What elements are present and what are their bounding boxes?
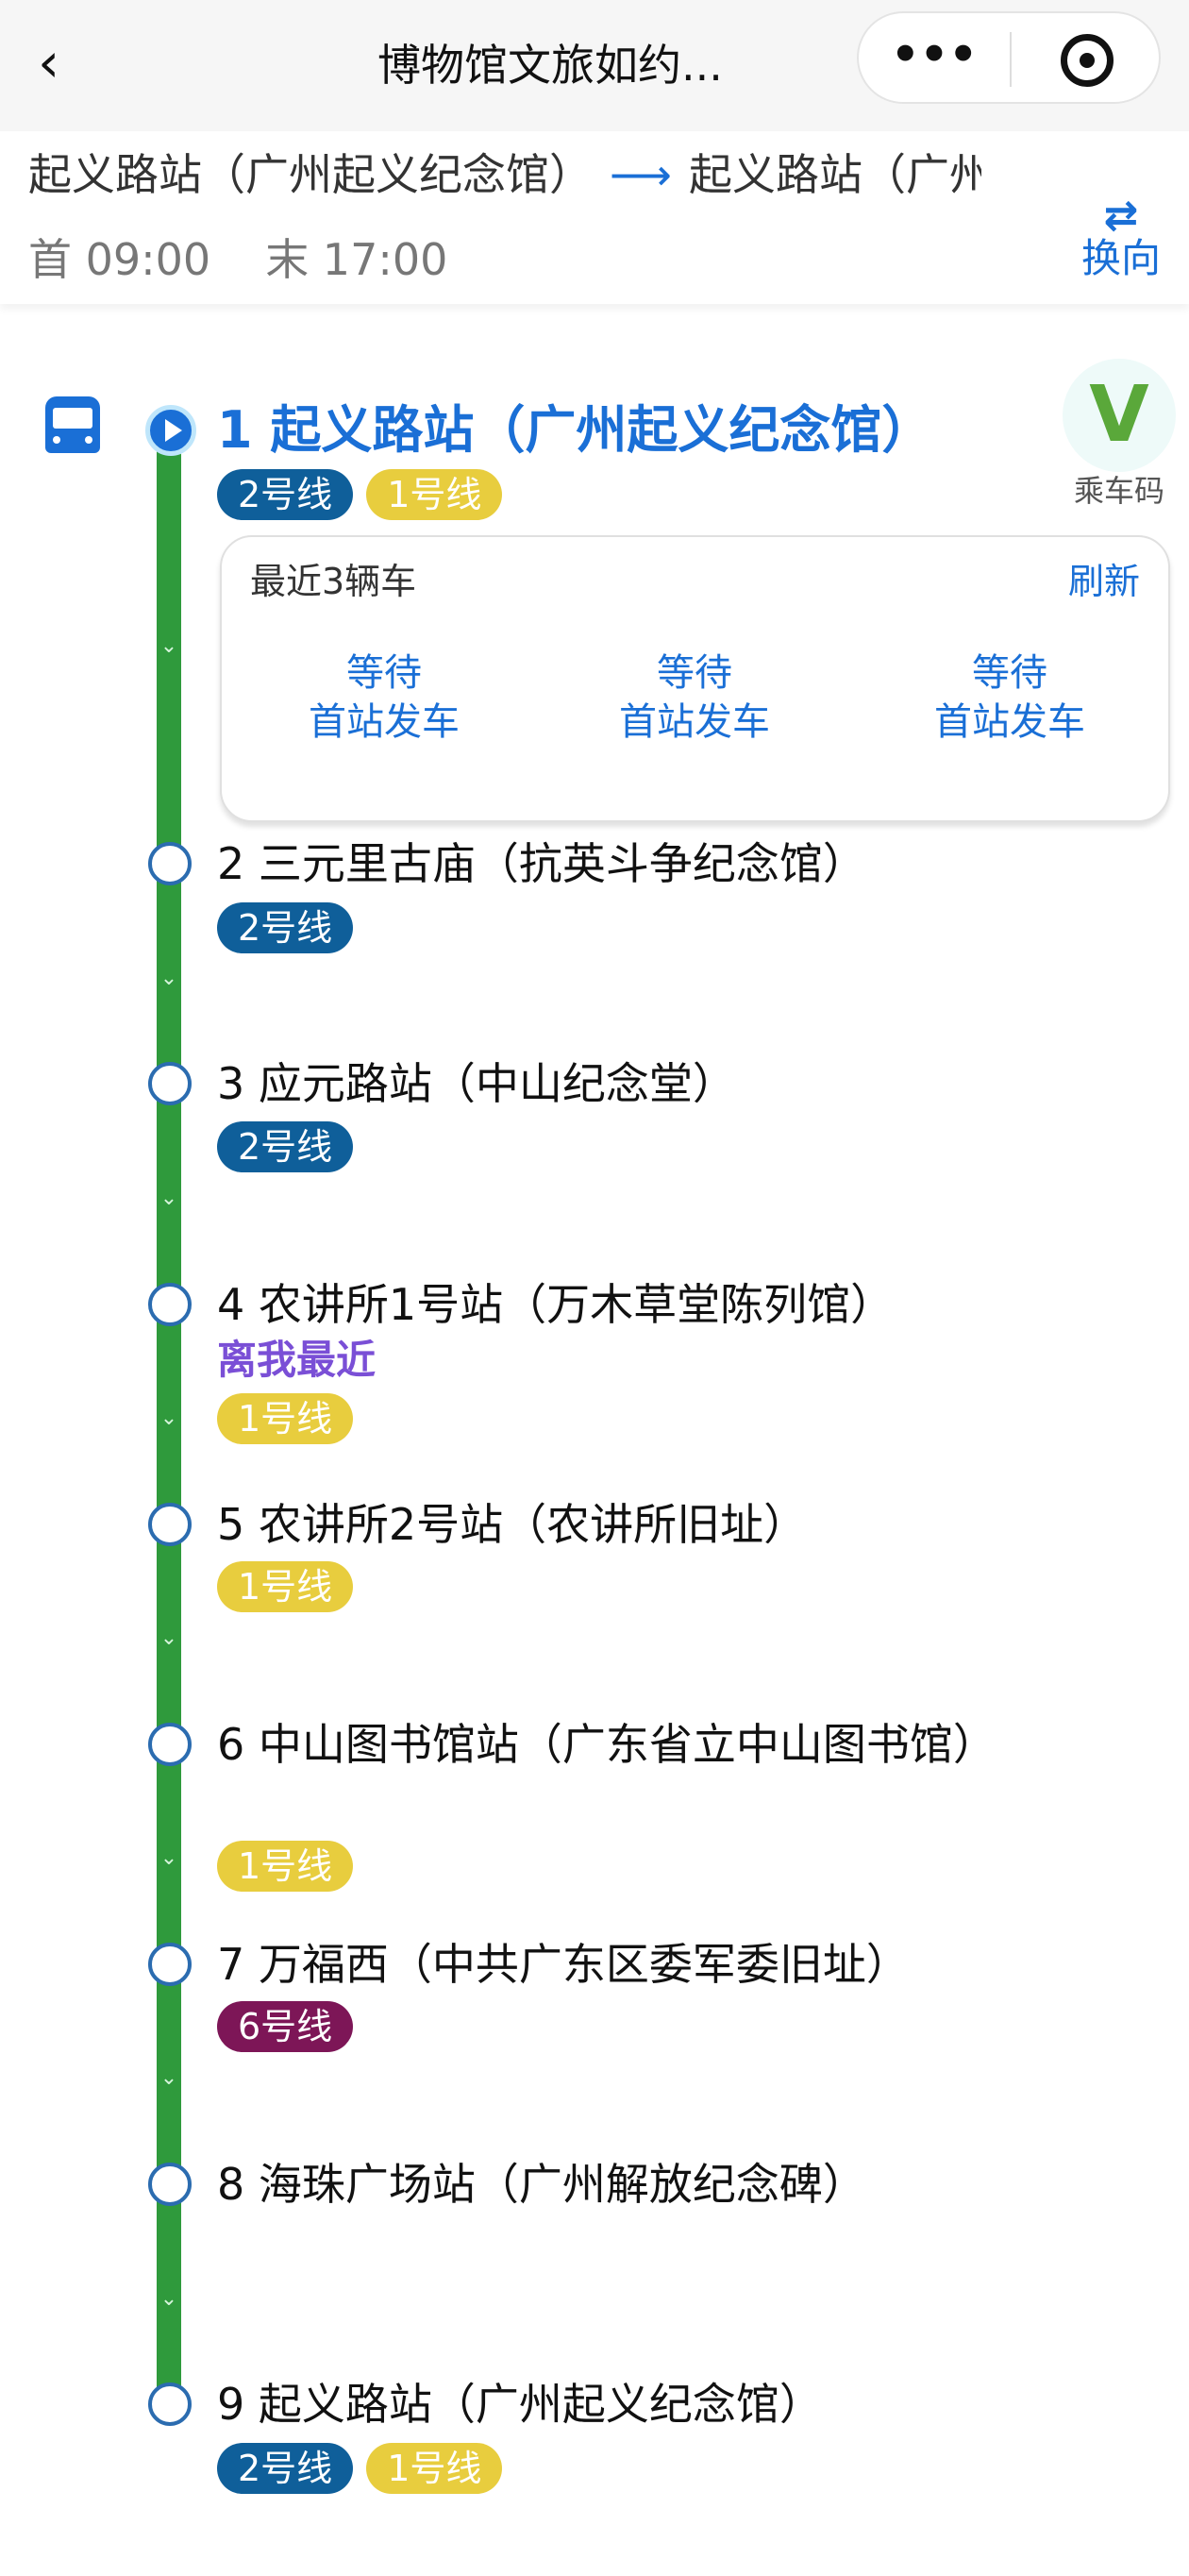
- page-title: 博物馆文旅如约...: [377, 40, 723, 91]
- stop-name[interactable]: 4 农讲所1号站（万木草堂陈列馆）: [217, 1279, 895, 1330]
- metro-lines: 2号线: [217, 1121, 354, 1172]
- stop-marker: [148, 1943, 192, 1986]
- bus-arrival: 等待首站发车: [222, 648, 537, 747]
- metro-line-badge: 1号线: [217, 1841, 354, 1892]
- arrival-status: 等待: [971, 651, 1047, 695]
- direction-chevron-icon: ⌄: [159, 1406, 178, 1430]
- metro-line-badge: 2号线: [217, 1121, 354, 1172]
- direction-chevron-icon: ⌄: [159, 2066, 178, 2090]
- nearest-badge: 离我最近: [217, 1337, 377, 1383]
- bus-arrival: 等待首站发车: [852, 648, 1167, 747]
- metro-line-badge: 6号线: [217, 2001, 354, 2052]
- divider: [1010, 32, 1012, 87]
- more-button[interactable]: •••: [890, 28, 979, 81]
- stop-name[interactable]: 5 农讲所2号站（农讲所旧址）: [217, 1499, 808, 1550]
- mini-program-capsule: •••: [857, 11, 1161, 104]
- swap-icon: ⇄: [1103, 192, 1139, 240]
- back-button[interactable]: ‹: [38, 30, 60, 94]
- arrivals-card: 最近3辆车 刷新 等待首站发车 等待首站发车 等待首站发车: [220, 535, 1170, 822]
- route-line: [157, 430, 181, 2408]
- metro-line-badge: 1号线: [217, 1393, 354, 1444]
- arrival-detail: 首站发车: [618, 700, 770, 744]
- direction-chevron-icon: ⌄: [159, 2287, 178, 2311]
- direction-chevron-icon: ⌄: [159, 1626, 178, 1650]
- metro-line-badge: 2号线: [217, 2443, 354, 2494]
- metro-lines: 6号线: [217, 2001, 354, 2052]
- stop-marker: [148, 1723, 192, 1766]
- stop-marker: [148, 2163, 192, 2206]
- service-times: 首 09:00 末 17:00: [28, 231, 502, 288]
- route-title: 起义路站（广州起义纪念馆） ⟶ 起义路站（广州起义纪念馆）: [28, 146, 981, 203]
- last-time: 末 17:00: [265, 234, 448, 285]
- direction-chevron-icon: ⌄: [159, 967, 178, 990]
- direction-chevron-icon: ⌄: [159, 634, 178, 658]
- bus-icon: [45, 396, 100, 453]
- direction-chevron-icon: ⌄: [159, 1846, 178, 1870]
- arrivals-title: 最近3辆车: [250, 561, 417, 602]
- first-time: 首 09:00: [28, 234, 211, 285]
- stop-name[interactable]: 2 三元里古庙（抗英斗争纪念馆）: [217, 838, 866, 889]
- stop-marker: [148, 1062, 192, 1105]
- metro-line-badge: 1号线: [366, 469, 503, 520]
- arrival-status: 等待: [345, 651, 422, 695]
- stop-name[interactable]: 8 海珠广场站（广州解放纪念碑）: [217, 2159, 866, 2210]
- ride-code-logo-icon: V: [1063, 359, 1176, 472]
- refresh-button[interactable]: 刷新: [1067, 561, 1140, 602]
- metro-lines: 1号线: [217, 1561, 354, 1612]
- metro-line-badge: 2号线: [217, 902, 354, 953]
- route-from: 起义路站（广州起义纪念馆）: [28, 149, 593, 200]
- logo-letter: V: [1089, 370, 1149, 460]
- stop-marker: [148, 2382, 192, 2426]
- close-target-icon[interactable]: [1061, 34, 1114, 87]
- metro-line-badge: 2号线: [217, 469, 354, 520]
- swap-direction-button[interactable]: ⇄ 换向: [1074, 192, 1168, 282]
- metro-lines: 2号线: [217, 902, 354, 953]
- bus-arrival: 等待首站发车: [537, 648, 852, 747]
- ride-code-button[interactable]: V 乘车码: [1061, 359, 1178, 510]
- metro-lines: 1号线: [217, 1393, 354, 1444]
- swap-label: 换向: [1080, 235, 1161, 281]
- current-stop-marker: [145, 405, 196, 456]
- ride-code-label: 乘车码: [1073, 473, 1164, 509]
- metro-line-badge: 1号线: [217, 1561, 354, 1612]
- stop-name[interactable]: 3 应元路站（中山纪念堂）: [217, 1058, 736, 1109]
- nav-bar: ‹ 博物馆文旅如约... •••: [0, 0, 1189, 131]
- metro-lines: 1号线: [217, 1841, 354, 1892]
- arrival-detail: 首站发车: [933, 700, 1085, 744]
- stop-name[interactable]: 1 起义路站（广州起义纪念馆）: [217, 400, 933, 460]
- stop-marker: [148, 842, 192, 885]
- metro-line-badge: 1号线: [366, 2443, 503, 2494]
- arrival-status: 等待: [656, 651, 732, 695]
- stop-name[interactable]: 7 万福西（中共广东区委军委旧址）: [217, 1939, 910, 1990]
- stop-marker: [148, 1283, 192, 1326]
- arrow-icon: ⟶: [610, 149, 672, 200]
- arrival-detail: 首站发车: [308, 700, 460, 744]
- route-to: 起义路站（广州起义纪念馆）: [688, 149, 981, 200]
- stop-name[interactable]: 9 起义路站（广州起义纪念馆）: [217, 2379, 823, 2430]
- direction-chevron-icon: ⌄: [159, 1187, 178, 1210]
- stop-marker: [148, 1503, 192, 1546]
- stop-name[interactable]: 6 中山图书馆站（广东省立中山图书馆）: [217, 1719, 996, 1770]
- route-header: 起义路站（广州起义纪念馆） ⟶ 起义路站（广州起义纪念馆） 首 09:00 末 17:…: [0, 131, 1189, 304]
